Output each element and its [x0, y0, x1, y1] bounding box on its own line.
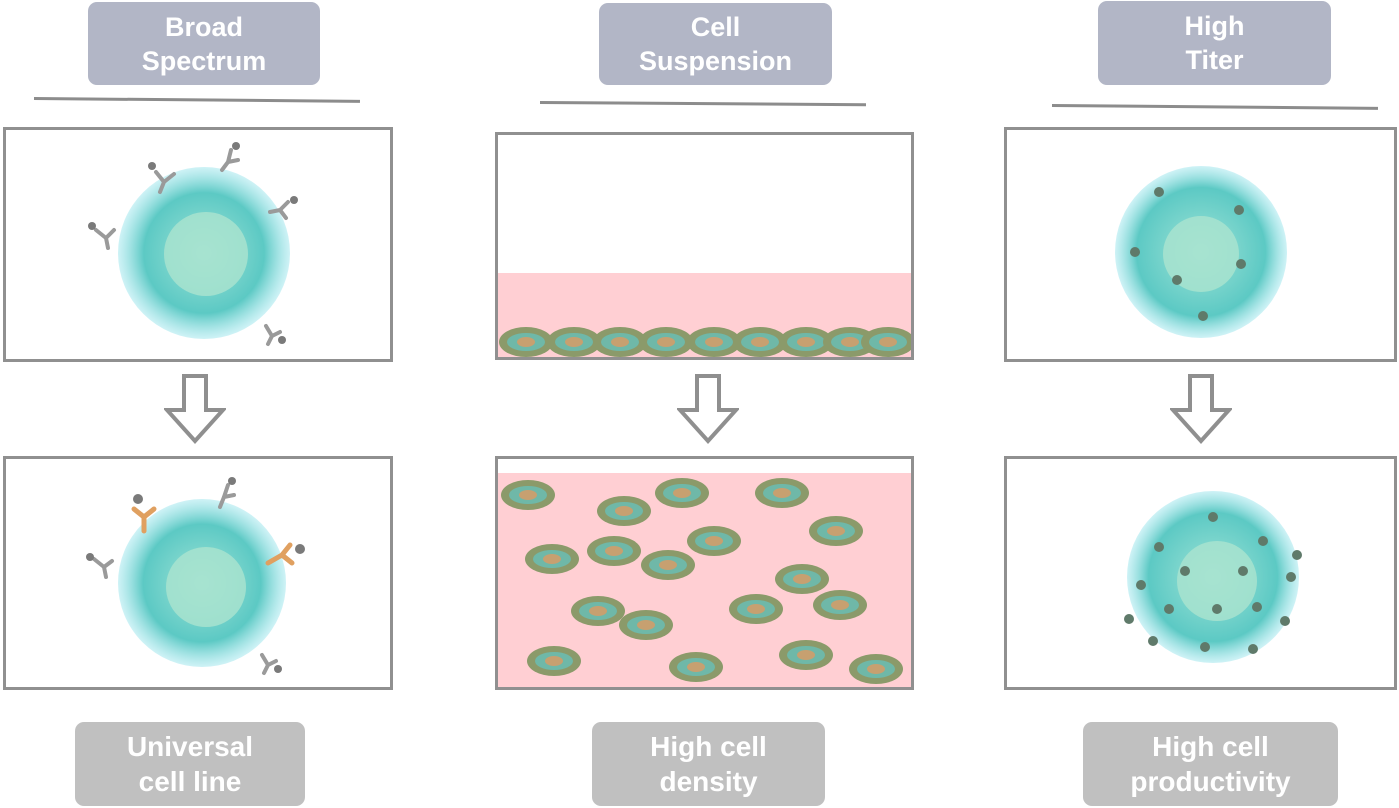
- down-arrow-icon: [677, 374, 739, 444]
- cell-with-receptors-after: [86, 477, 305, 675]
- antigen-icon: [88, 142, 298, 344]
- result-line-1: High cell: [650, 731, 767, 762]
- flat-cell-icon: [525, 544, 579, 574]
- flat-cell-icon: [849, 654, 903, 684]
- flat-cell-icon: [733, 327, 787, 357]
- flat-cell-icon: [655, 478, 709, 508]
- cell-many-particles: [1124, 491, 1302, 663]
- title-underline-high-titer: [1051, 104, 1379, 110]
- title-line-2: Titer: [1185, 45, 1244, 75]
- cell-nucleus: [164, 212, 248, 296]
- cell-few-particles: [1115, 166, 1287, 338]
- title-line-2: Suspension: [638, 46, 793, 76]
- flat-cell-icon: [669, 652, 723, 682]
- flat-cell-icon: [641, 550, 695, 580]
- suspended-cells: [498, 473, 911, 687]
- flat-cell-icon: [729, 594, 783, 624]
- result-pill-high-cell-density: High cell density: [592, 722, 825, 806]
- cell-nucleus: [1177, 541, 1257, 621]
- flat-cell-icon: [813, 590, 867, 620]
- title-pill-broad-spectrum: Broad Spectrum: [88, 2, 320, 85]
- result-line-1: High cell: [1152, 731, 1269, 762]
- cell-nucleus: [1163, 216, 1239, 292]
- flat-cell-icon: [499, 327, 553, 357]
- flat-cell-icon: [639, 327, 693, 357]
- receptor-icon: [94, 148, 290, 346]
- flat-cell-icon: [779, 640, 833, 670]
- panel-cell-before-broad: [3, 127, 393, 362]
- panel-cell-after-broad: [3, 456, 393, 690]
- title-line-1: High: [1184, 11, 1245, 41]
- title-line-2: Spectrum: [141, 45, 267, 76]
- antigen-icon: [86, 477, 305, 673]
- flat-cell-icon: [571, 596, 625, 626]
- result-line-2: cell line: [138, 766, 242, 797]
- title-line-1: Cell: [690, 12, 741, 42]
- result-line-1: Universal: [126, 731, 254, 762]
- panel-cell-high-productivity: [1004, 456, 1397, 690]
- flat-cell-icon: [619, 610, 673, 640]
- flat-cell-icon: [587, 536, 641, 566]
- panel-cell-low-productivity: [1004, 127, 1397, 362]
- flat-cell-icon: [779, 327, 833, 357]
- flat-cell-icon: [755, 478, 809, 508]
- flat-cell-icon: [861, 327, 911, 357]
- result-pill-high-cell-productivity: High cell productivity: [1083, 722, 1338, 806]
- title-pill-high-titer: High Titer: [1098, 1, 1331, 85]
- cell-nucleus: [166, 547, 246, 627]
- title-line-1: Broad: [164, 11, 243, 42]
- flat-cell-icon: [597, 496, 651, 526]
- result-pill-universal-cell-line: Universal cell line: [75, 722, 305, 806]
- flat-cell-icon: [547, 327, 601, 357]
- title-pill-cell-suspension: Cell Suspension: [599, 3, 832, 85]
- cell-with-receptors-before: [88, 142, 298, 346]
- flat-cell-icon: [687, 526, 741, 556]
- receptor-icon: [92, 483, 278, 675]
- receptor-icon: [131, 506, 295, 566]
- down-arrow-icon: [164, 374, 226, 444]
- flat-cell-icon: [527, 646, 581, 676]
- title-underline-cell-suspension: [539, 101, 867, 107]
- adherent-cells: [498, 273, 911, 357]
- flat-cell-icon: [823, 327, 877, 357]
- panel-suspension-culture: [495, 456, 914, 690]
- flat-cell-icon: [593, 327, 647, 357]
- flat-cell-icon: [687, 327, 741, 357]
- flat-cell-icon: [501, 480, 555, 510]
- flat-cell-icon: [809, 516, 863, 546]
- virus-particle-icon: [1130, 187, 1246, 321]
- title-underline-broad-spectrum: [33, 97, 361, 103]
- panel-adherent-culture: [495, 132, 914, 360]
- result-line-2: productivity: [1130, 766, 1291, 797]
- down-arrow-icon: [1170, 374, 1232, 444]
- virus-particle-icon: [1124, 512, 1302, 654]
- result-line-2: density: [659, 766, 758, 797]
- flat-cell-icon: [775, 564, 829, 594]
